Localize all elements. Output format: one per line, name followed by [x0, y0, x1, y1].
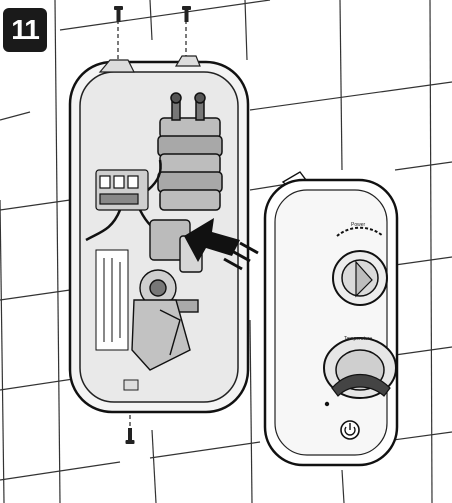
power-label: Power — [351, 222, 366, 228]
front-cover — [263, 171, 399, 467]
screw-icon — [125, 428, 135, 444]
temperature-dial — [323, 337, 397, 407]
heater-tank — [157, 92, 223, 211]
power-knob — [332, 226, 388, 306]
bottom-bracket — [131, 299, 191, 371]
internal-components — [85, 92, 223, 371]
terminal-block — [95, 169, 149, 211]
rating-label — [95, 249, 129, 351]
screw-icon — [182, 6, 191, 22]
arrow-icon — [184, 218, 259, 271]
screw-icon — [114, 6, 123, 22]
step-number-badge: 11 — [3, 8, 47, 52]
temperature-label: Temperature — [344, 336, 373, 342]
power-icon — [340, 420, 360, 440]
solenoid-valve — [139, 219, 203, 313]
